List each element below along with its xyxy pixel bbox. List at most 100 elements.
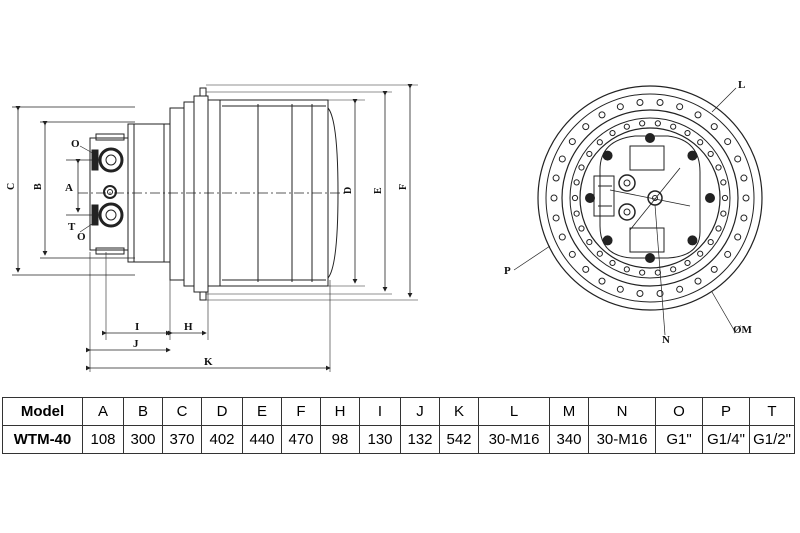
value-cell: 470 [281, 425, 321, 454]
value-cell: 542 [439, 425, 479, 454]
bolt-hole [676, 285, 684, 293]
value-cell: 108 [82, 425, 124, 454]
value-cell: 440 [242, 425, 282, 454]
header-cell: I [359, 397, 401, 426]
label-d: D [343, 187, 354, 194]
bolt-hole [609, 129, 616, 137]
header-cell: E [242, 397, 282, 426]
bolt-hole [609, 259, 616, 267]
bolt-hole [724, 250, 732, 258]
bolt-hole [670, 266, 677, 273]
label-k: K [204, 356, 213, 368]
header-cell: C [162, 397, 202, 426]
bolt-hole [656, 289, 664, 297]
bolt-hole [721, 194, 729, 202]
bolt-hole [654, 120, 661, 127]
value-cell: 300 [123, 425, 163, 454]
label-f: F [398, 184, 409, 190]
bolt-hole [697, 250, 704, 257]
bolt-hole [598, 277, 606, 285]
bolt-hole [586, 238, 593, 246]
mounting-bolt [585, 193, 595, 203]
bolt-hole [715, 164, 722, 171]
value-cell: 130 [359, 425, 401, 454]
label-t: T [68, 221, 76, 233]
value-cell: 402 [201, 425, 243, 454]
bolt-hole [596, 139, 603, 146]
bolt-hole [573, 179, 580, 186]
bolt-hole [707, 238, 714, 246]
header-cell: O [655, 397, 703, 426]
value-cell: 340 [549, 425, 589, 454]
bolt-hole [656, 99, 664, 107]
bolt-hole [578, 164, 585, 171]
bolt-hole [596, 250, 603, 257]
bolt-hole [582, 265, 590, 273]
bolt-hole [550, 194, 558, 202]
bolt-hole [734, 155, 742, 163]
label-i: I [135, 321, 139, 333]
header-cell: K [439, 397, 479, 426]
value-cell: 30-M16 [588, 425, 656, 454]
bolt-hole [573, 210, 580, 217]
technical-drawing: O A T O C B D E F I H J K [6, 79, 763, 372]
label-p: P [504, 265, 511, 277]
mounting-flange [169, 107, 185, 281]
bolt-hole [694, 277, 702, 285]
mounting-bolt [687, 235, 698, 246]
header-cell: H [320, 397, 360, 426]
bolt-hole [616, 285, 624, 293]
bolt-hole [684, 129, 691, 137]
mounting-bolt [705, 193, 715, 203]
outer-bolt-circle [550, 99, 750, 297]
motor-face [599, 135, 701, 259]
bolt-hole [623, 123, 630, 130]
port-block [89, 133, 129, 255]
label-b: B [33, 183, 44, 190]
bolt-hole [636, 99, 644, 107]
bolt-hole [623, 266, 630, 273]
header-cell: B [123, 397, 163, 426]
header-cell: P [702, 397, 750, 426]
label-a: A [65, 182, 73, 194]
label-o-bottom: O [77, 231, 86, 243]
header-cell: J [400, 397, 440, 426]
mounting-bolt [602, 235, 613, 246]
bolt-hole [616, 103, 624, 111]
label-j: J [133, 338, 139, 350]
bolt-hole [710, 123, 718, 131]
bolt-hole [734, 233, 742, 241]
bolt-hole [740, 214, 748, 222]
header-cell: L [478, 397, 550, 426]
header-model: Model [2, 397, 83, 426]
bolt-hole [715, 225, 722, 232]
bolt-hole [740, 174, 748, 182]
bolt-hole [724, 138, 732, 146]
bolt-hole [552, 174, 560, 182]
bolt-hole [676, 103, 684, 111]
bolt-hole [684, 259, 691, 267]
bolt-hole [670, 123, 677, 130]
bolt-hole [558, 233, 566, 241]
bolt-hole [720, 179, 727, 186]
bolt-hole [710, 265, 718, 273]
value-cell: G1" [655, 425, 703, 454]
bolt-hole [586, 150, 593, 158]
label-o-top: O [71, 138, 80, 150]
bolt-hole [578, 225, 585, 232]
label-e: E [373, 187, 384, 194]
value-cell: 98 [320, 425, 360, 454]
value-cell: G1/2" [749, 425, 795, 454]
bolt-hole [636, 289, 644, 297]
mounting-bolt [645, 133, 655, 143]
label-c: C [6, 183, 17, 190]
bolt-hole [742, 194, 750, 202]
label-m: ØM [733, 324, 753, 336]
label-l: L [738, 79, 745, 91]
header-cell: D [201, 397, 243, 426]
header-cell: M [549, 397, 589, 426]
value-cell: 132 [400, 425, 440, 454]
